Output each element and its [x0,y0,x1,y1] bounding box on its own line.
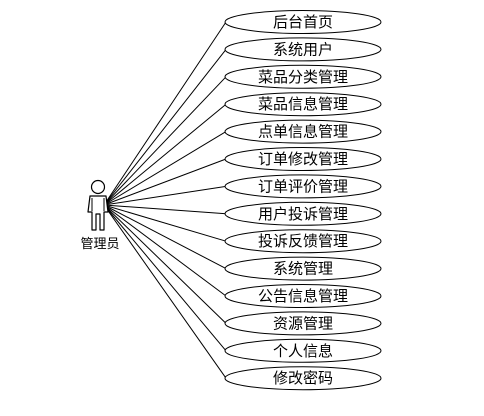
association-line-user-complaint [103,204,227,215]
use-case-ellipse [224,64,382,89]
use-case-label: 资源管理 [273,314,333,332]
use-case-ellipse [224,37,382,62]
use-case-label: 后台首页 [273,13,333,31]
association-line-complaint-feedback [103,204,227,242]
association-line-system-users [103,49,227,206]
use-case-ellipse [224,366,382,391]
association-line-change-password [103,204,227,379]
use-case-label: 公告信息管理 [258,287,348,305]
use-case-resources: 资源管理 [224,311,382,336]
association-line-order-point [103,131,227,206]
use-case-ellipse [224,284,382,308]
use-case-complaint-feedback: 投诉反馈管理 [224,229,382,254]
actor-label: 管理员 [80,237,119,252]
association-line-resources [103,204,227,324]
use-case-group: 后台首页系统用户菜品分类管理菜品信息管理点单信息管理订单修改管理订单评价管理用户… [224,10,382,391]
use-case-system-users: 系统用户 [224,37,382,62]
use-case-ellipse [224,147,382,171]
use-case-label: 订单修改管理 [258,150,348,168]
association-line-order-review [103,185,227,206]
use-case-order-edit: 订单修改管理 [224,147,382,171]
association-line-dish-info [103,103,227,206]
use-case-order-review: 订单评价管理 [224,174,382,199]
use-case-label: 个人信息 [273,342,333,360]
use-case-label: 菜品分类管理 [258,68,348,86]
actor-administrator: 管理员 [80,179,120,252]
use-case-label: 用户投诉管理 [258,205,348,223]
association-line-order-edit [103,158,227,206]
use-case-dish-category: 菜品分类管理 [224,64,382,89]
use-case-ellipse [224,229,382,254]
use-case-announcement: 公告信息管理 [224,284,382,308]
association-line-dish-category [103,76,227,206]
use-case-ellipse [224,256,382,281]
association-line-announcement [103,204,227,297]
use-case-ellipse [224,338,382,363]
use-case-ellipse [224,174,382,199]
use-case-label: 投诉反馈管理 [258,232,348,250]
use-case-ellipse [224,92,382,117]
use-case-label: 点单信息管理 [258,123,348,141]
use-case-label: 修改密码 [273,369,333,387]
use-case-ellipse [224,311,382,336]
association-line-dashboard [103,21,227,206]
use-case-change-password: 修改密码 [224,366,382,391]
use-case-label: 菜品信息管理 [258,95,348,113]
association-line-system-manage [103,204,227,270]
stick-figure-icon [87,179,109,231]
use-case-dish-info: 菜品信息管理 [224,92,382,117]
use-case-personal-info: 个人信息 [224,338,382,363]
use-case-dashboard: 后台首页 [224,10,382,34]
use-case-ellipse [224,119,382,144]
use-case-label: 系统管理 [273,260,333,278]
use-case-label: 订单评价管理 [258,177,348,195]
use-case-system-manage: 系统管理 [224,256,382,281]
use-case-user-complaint: 用户投诉管理 [224,201,382,226]
association-line-personal-info [103,204,227,352]
use-case-order-point: 点单信息管理 [224,119,382,144]
association-lines [103,21,227,379]
use-case-ellipse [224,201,382,226]
use-case-label: 系统用户 [273,40,333,58]
use-case-ellipse [224,10,382,34]
